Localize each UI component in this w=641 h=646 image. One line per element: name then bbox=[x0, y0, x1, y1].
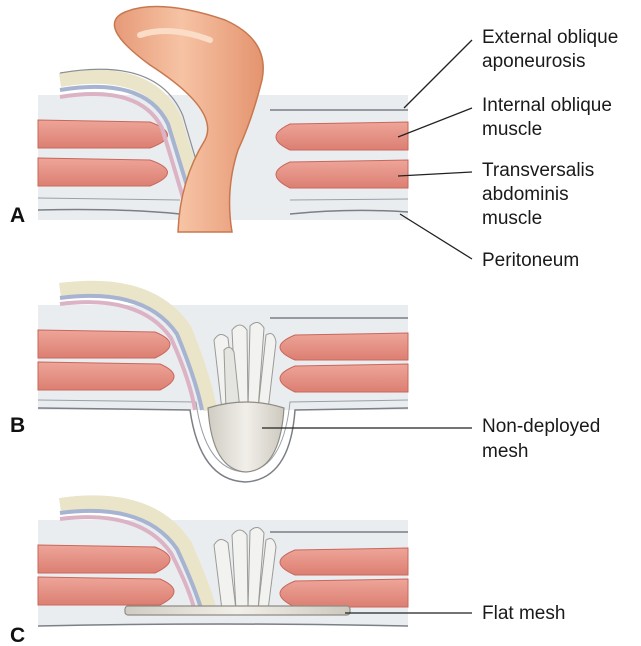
leader-transversalis bbox=[398, 172, 472, 176]
leader-peritoneum bbox=[400, 214, 472, 259]
label-peritoneum-line1: Peritoneum bbox=[482, 250, 579, 271]
panel-c: C bbox=[10, 502, 408, 646]
panel-b-transversalis-right bbox=[280, 364, 408, 392]
leader-internal-oblique bbox=[398, 108, 472, 137]
panel-a-internal-oblique-left bbox=[38, 120, 168, 148]
label-internal-oblique-line2: muscle bbox=[482, 119, 542, 140]
label-external-oblique: External oblique aponeurosis bbox=[482, 27, 624, 72]
leader-external-oblique bbox=[404, 40, 472, 108]
panel-a-letter: A bbox=[10, 204, 25, 227]
panel-a-internal-oblique-right bbox=[276, 122, 408, 150]
panel-b-plug-petals bbox=[214, 322, 276, 410]
label-flat-mesh: Flat mesh bbox=[482, 603, 565, 624]
label-transversalis-line1: Transversalis bbox=[482, 160, 594, 181]
label-external-oblique-line1: External oblique bbox=[482, 27, 618, 48]
panel-b-transversalis-left bbox=[38, 362, 174, 390]
label-transversalis: Transversalis abdominis muscle bbox=[482, 160, 600, 229]
panel-b: B bbox=[10, 288, 408, 482]
panel-b-internal-oblique-right bbox=[280, 333, 408, 360]
label-internal-oblique-line1: Internal oblique bbox=[482, 95, 612, 116]
label-transversalis-line3: muscle bbox=[482, 208, 542, 229]
label-external-oblique-line2: aponeurosis bbox=[482, 51, 586, 72]
panel-c-flat-mesh bbox=[125, 606, 350, 615]
label-internal-oblique: Internal oblique muscle bbox=[482, 95, 617, 140]
panel-b-letter: B bbox=[10, 414, 25, 437]
panel-a-transversalis-left bbox=[38, 158, 168, 186]
panel-c-letter: C bbox=[10, 624, 25, 646]
label-non-deployed-mesh-line2: mesh bbox=[482, 441, 528, 462]
panel-a-transversalis-right bbox=[276, 160, 408, 188]
panel-b-internal-oblique-left bbox=[38, 330, 170, 358]
panel-c-plug-petals bbox=[214, 527, 276, 610]
panel-a: A bbox=[10, 7, 408, 232]
label-non-deployed-mesh-line1: Non-deployed bbox=[482, 416, 600, 437]
label-non-deployed-mesh: Non-deployed mesh bbox=[482, 416, 606, 462]
panel-c-internal-oblique-right bbox=[280, 548, 408, 575]
label-flat-mesh-line1: Flat mesh bbox=[482, 603, 565, 624]
panel-c-transversalis-left bbox=[38, 577, 174, 605]
label-peritoneum: Peritoneum bbox=[482, 250, 579, 271]
panel-c-internal-oblique-left bbox=[38, 545, 170, 573]
label-transversalis-line2: abdominis bbox=[482, 184, 569, 205]
panel-c-transversalis-right bbox=[280, 579, 408, 607]
